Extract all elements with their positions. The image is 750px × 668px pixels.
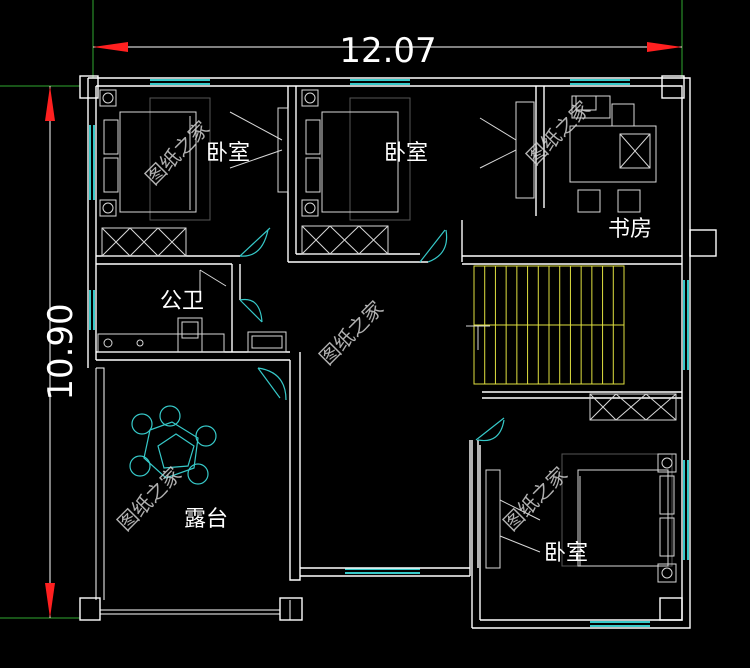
width-dimension: 12.07	[93, 31, 682, 71]
exterior-walls	[79, 75, 717, 629]
doors	[239, 220, 505, 442]
bathroom-fixtures	[97, 269, 287, 353]
watermark-5: 图纸之家	[499, 462, 573, 536]
dim-arrow-top	[45, 86, 55, 121]
study-furniture	[479, 95, 657, 213]
dim-arrow-bottom	[45, 583, 55, 618]
dim-arrow-right	[647, 42, 682, 52]
bedroom-3-furniture	[485, 393, 677, 583]
height-dimension: 10.90	[41, 86, 81, 618]
watermarks: 图纸之家 图纸之家 图纸之家 图纸之家 图纸之家	[113, 96, 596, 536]
room-label-study: 书房	[608, 217, 652, 242]
watermark-4: 图纸之家	[113, 462, 187, 536]
room-label-bedroom-1: 卧室	[206, 141, 250, 166]
room-label-bedroom-2: 卧室	[384, 141, 428, 166]
room-label-terrace: 露台	[184, 507, 228, 532]
room-label-bathroom: 公卫	[160, 289, 204, 314]
windows	[89, 79, 689, 627]
terrace-table-set	[129, 405, 217, 485]
interior-walls	[95, 86, 682, 620]
watermark-2: 图纸之家	[522, 96, 596, 170]
stairs	[466, 265, 625, 385]
watermark-1: 图纸之家	[141, 116, 215, 190]
bedroom-1-furniture	[99, 89, 289, 257]
width-dimension-label: 12.07	[339, 31, 436, 71]
room-labels: 卧室 卧室 书房 公卫 露台 卧室	[160, 141, 652, 566]
room-label-bedroom-3: 卧室	[544, 541, 588, 566]
axis-lines	[0, 0, 683, 619]
height-dimension-label: 10.90	[41, 303, 81, 400]
dim-arrow-left	[93, 42, 128, 52]
bedroom-2-furniture	[301, 89, 411, 255]
watermark-3: 图纸之家	[315, 296, 389, 370]
